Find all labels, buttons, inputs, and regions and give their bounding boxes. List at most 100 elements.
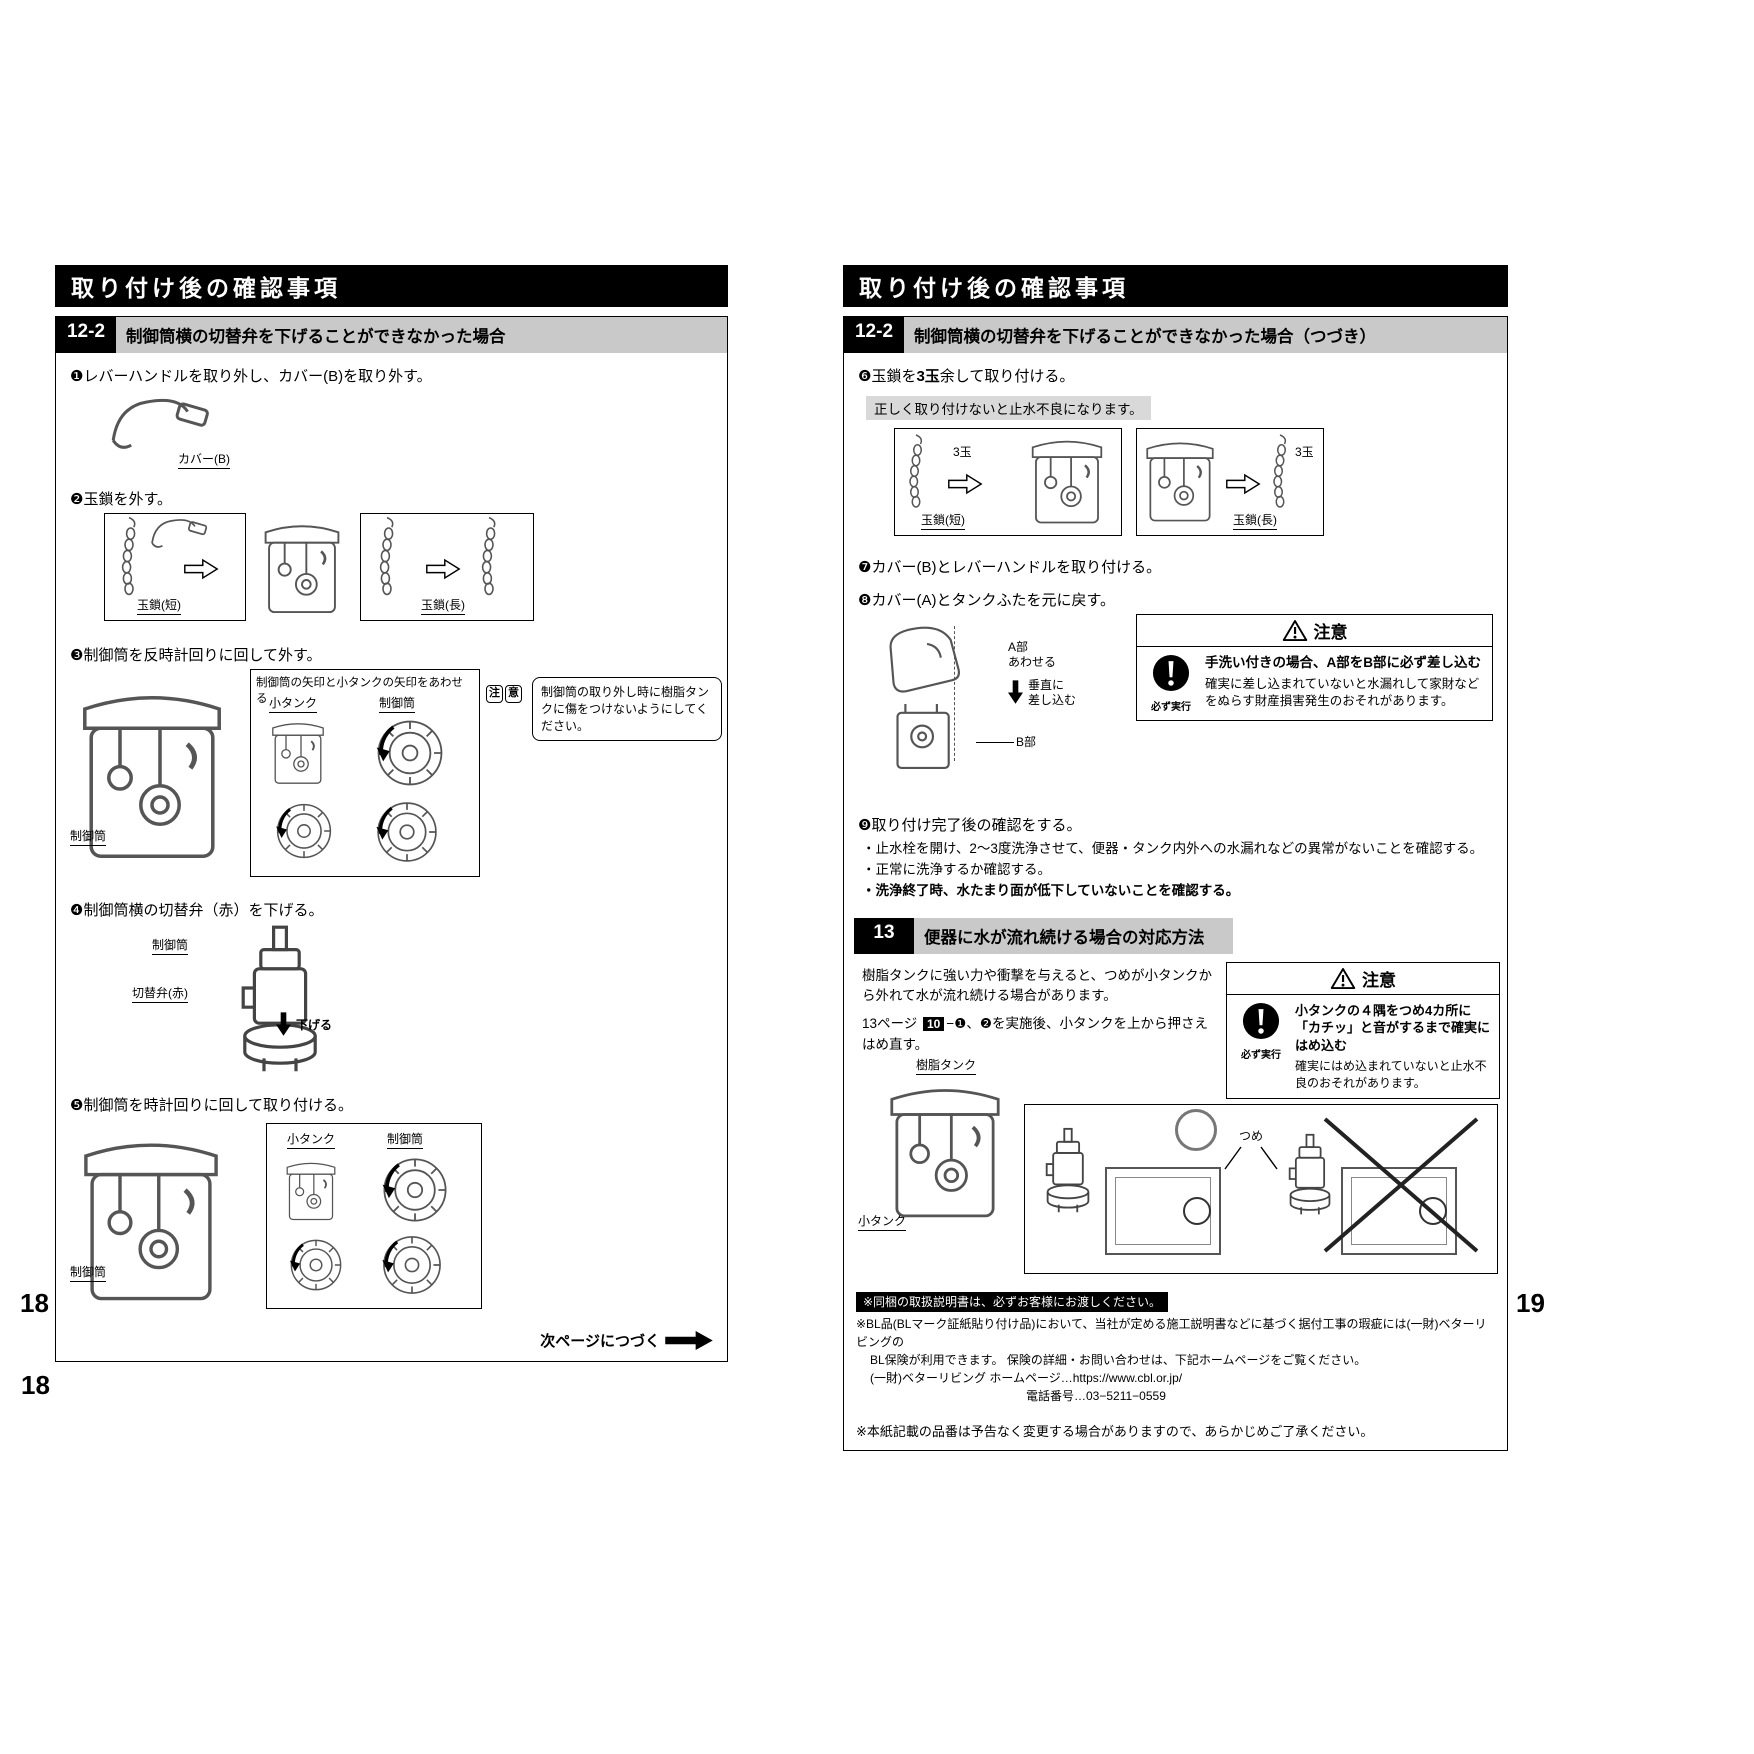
b-part-label: B部 [1016, 735, 1037, 749]
tank-panel-drawing [1105, 1166, 1221, 1255]
section-number: 12-2 [56, 317, 116, 353]
page-number-19: 19 [1516, 1288, 1545, 1318]
chain-drawing [1265, 431, 1295, 511]
step-6-illustration: 3玉 玉鎖(短) 3玉 玉鎖(長) [894, 428, 1493, 544]
caution-bold-text: 手洗い付きの場合、A部をB部に必ず差し込む [1205, 655, 1481, 670]
step-6-pre: ❻玉鎖を [858, 368, 917, 385]
page-header-bar: 取り付け後の確認事項 [55, 265, 728, 307]
caution-title-text: 注意 [1362, 970, 1396, 990]
chain-short-label: 玉鎖(短) [921, 513, 965, 530]
three-beads-label: 3玉 [953, 445, 972, 459]
alignment-dashline [954, 626, 955, 761]
claw-leader-lines [1224, 1146, 1278, 1170]
vertical-insert-label: 垂直に差し込む [1028, 678, 1077, 707]
cylinder-label: 制御筒 [152, 938, 189, 955]
control-cylinder-drawing [230, 924, 330, 1076]
section-13-header: 13 便器に水が流れ続ける場合の対応方法 [854, 917, 1233, 954]
exclamation-circle-icon [1242, 1002, 1280, 1040]
caution-box-1: 注意 必ず実行 手洗い付きの場合、A部をB部に必ず差し込む 確実に差し込まれてい… [1136, 614, 1493, 721]
caution-box-2: 注意 必ず実行 小タンクの４隅をつめ4カ所に「カチッ」と音がするまで確実にはめ込… [1226, 961, 1500, 1099]
small-tank-label: 小タンク [287, 1132, 336, 1149]
chain-short-label: 玉鎖(短) [137, 598, 181, 615]
check-bullets: ・止水栓を開け、2〜3度洗浄させて、便器・タンク内外への水漏れなどの異常がないこ… [862, 839, 1489, 902]
chain-drawing [113, 516, 145, 596]
chain-long-panel: 玉鎖(長) [360, 513, 534, 621]
wrong-way-x-icon [1321, 1115, 1481, 1255]
tank-drawing [1023, 431, 1111, 529]
continue-next-page: 次ページにつづく [540, 1330, 713, 1351]
section-13-para-1: 樹脂タンクに強い力や衝撃を与えると、つめが小タンクから外れて水が流れ続ける場合が… [862, 967, 1213, 1004]
check-bullet-2: ・正常に洗浄するか確認する。 [862, 861, 1051, 877]
section-title: 制御筒横の切替弁を下げることができなかった場合（つづき） [904, 317, 1507, 353]
lever-handle-drawing [147, 514, 211, 552]
lower-label: 下げる [296, 1018, 333, 1032]
section-12-2-header: 12-2 制御筒横の切替弁を下げることができなかった場合 [56, 317, 727, 353]
right-arrow-icon [183, 558, 219, 580]
small-tank-label: 小タンク [858, 1214, 907, 1231]
step-8-text: ❽カバー(A)とタンクふたを元に戻す。 [858, 592, 1115, 609]
tank-cylinder-label: 制御筒 [70, 1265, 107, 1282]
attention-note: 制御筒の取り外し時に樹脂タンクに傷をつけないようにしてください。 [532, 677, 722, 742]
control-cylinder-drawing [1039, 1127, 1097, 1215]
tank-drawing [256, 515, 348, 619]
tank-lid-drawing [866, 616, 994, 786]
chain-drawing [473, 516, 505, 596]
dial-drawing [373, 798, 441, 866]
resin-tank-label: 樹脂タンク [916, 1058, 977, 1075]
page-number-18: 18 [20, 1288, 49, 1318]
tank-cylinder-label: 制御筒 [70, 829, 107, 846]
footnote-highlight: ※同梱の取扱説明書は、必ずお客様にお渡しください。 [856, 1291, 1169, 1312]
resin-tank-drawing [880, 1074, 1010, 1226]
dial-drawing [273, 800, 335, 862]
step-3-text: ❸制御筒を反時計回りに回して外す。 [70, 647, 322, 664]
cover-b-label: カバー(B) [178, 452, 230, 469]
section-number: 12-2 [844, 317, 904, 353]
step-8-illustration-row: A部あわせる 垂直に差し込む B部 注意 必ず実行 手洗い付きの場合 [858, 614, 1493, 802]
step-1-illustration: カバー(B) [70, 390, 713, 476]
dial-drawing [373, 716, 447, 790]
page-number: 18 [21, 1370, 50, 1400]
chain-drawing [901, 431, 931, 511]
step-1-text: ❶レバーハンドルを取り外し、カバー(B)を取り外す。 [70, 368, 432, 385]
step-6-post: 余して取り付ける。 [939, 368, 1075, 385]
chain-short-panel: 玉鎖(短) [104, 513, 246, 621]
page-header-bar: 取り付け後の確認事項 [843, 265, 1508, 307]
caution-text: 手洗い付きの場合、A部をB部に必ず差し込む 確実に差し込まれていないと水漏れして… [1205, 654, 1484, 713]
claw-label: つめ [1239, 1128, 1264, 1143]
b-part-leader [976, 742, 1014, 743]
section-number: 13 [854, 917, 914, 954]
small-tank-drawing [267, 716, 329, 788]
three-beads-label: 3玉 [1295, 445, 1314, 459]
reattach-panel: 小タンク 制御筒 [266, 1123, 482, 1309]
page-header-title: 取り付け後の確認事項 [71, 275, 341, 301]
chain-long-label: 玉鎖(長) [421, 598, 465, 615]
right-arrow-icon [1225, 473, 1261, 495]
chain-long-label: 玉鎖(長) [1233, 513, 1277, 530]
step-9-text: ❾取り付け完了後の確認をする。 [858, 817, 1082, 834]
down-arrow-icon [1008, 680, 1023, 705]
must-do-label: 必ず実行 [1241, 1049, 1281, 1061]
section-13-content: 樹脂タンクに強い力や衝撃を与えると、つめが小タンクから外れて水が流れ続ける場合が… [858, 961, 1500, 1280]
caution-title: 注意 [1137, 615, 1492, 647]
claw-detail-panel: つめ [1024, 1103, 1498, 1274]
right-arrow-icon [947, 473, 983, 495]
tank-panel-drawing [1341, 1166, 1457, 1255]
lid-insert-drawing: A部あわせる 垂直に差し込む B部 [858, 614, 1126, 802]
step-6-bold: 3玉 [916, 368, 940, 385]
bead-count-panel-long: 3玉 玉鎖(長) [1136, 428, 1324, 536]
page-18: 取り付け後の確認事項 12-2 制御筒横の切替弁を下げることができなかった場合 … [21, 265, 728, 1401]
continue-label: 次ページにつづく [540, 1333, 660, 1350]
warning-triangle-icon [1282, 619, 1308, 642]
section-13-para-2: 13ページ 10−❶、❷を実施後、小タンクを上から押さえはめ直す。 [862, 1016, 1208, 1052]
ring-drawing [1175, 1108, 1217, 1151]
chain-drawing [371, 516, 403, 596]
attention-badge-char-2: 意 [505, 685, 522, 703]
check-bullet-3: ・洗浄終了時、水たまり面が低下していないことを確認する。 [862, 882, 1240, 898]
ref-step-10: 10 [923, 1017, 945, 1032]
step-2-illustration: 玉鎖(短) 玉鎖(長) [104, 513, 713, 628]
caution-body-text: 確実に差し込まれていないと水漏れして家財などをぬらす財産損害発生のおそれがありま… [1205, 677, 1480, 709]
step-7-text: ❼カバー(B)とレバーハンドルを取り付ける。 [858, 559, 1162, 576]
caution-body-text: 確実にはめ込まれていないと止水不良のおそれがあります。 [1295, 1059, 1487, 1090]
content-box-left: 12-2 制御筒横の切替弁を下げることができなかった場合 ❶レバーハンドルを取り… [55, 316, 728, 1362]
must-do-icon: 必ず実行 [1235, 1002, 1287, 1091]
